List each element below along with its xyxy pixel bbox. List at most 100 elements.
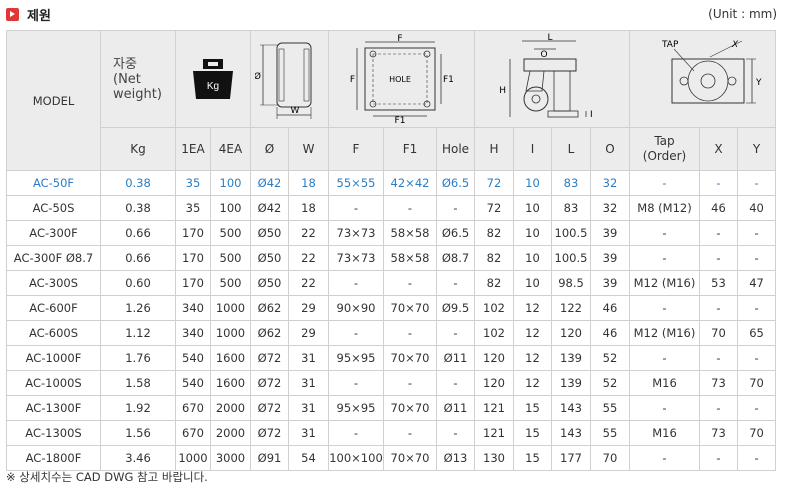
table-cell: 102	[474, 295, 514, 321]
table-cell: 10	[513, 170, 552, 196]
table-cell: -	[383, 195, 437, 221]
unit-label: (Unit : mm)	[708, 7, 777, 21]
table-cell: -	[328, 420, 384, 446]
table-cell: 65	[736, 320, 777, 346]
table-cell: 46	[590, 320, 630, 346]
table-cell: 46	[590, 295, 630, 321]
model-header: MODEL	[6, 30, 101, 171]
table-cell: 100	[210, 170, 251, 196]
table-cell: 670	[175, 420, 211, 446]
table-cell: 70	[699, 320, 738, 346]
table-cell: 0.38	[100, 195, 176, 221]
table-cell: 31	[288, 345, 329, 371]
model-cell: AC-1300S	[6, 420, 101, 446]
table-cell: 121	[474, 395, 514, 421]
table-cell: -	[629, 220, 700, 246]
table-cell: -	[699, 445, 738, 471]
table-cell: 500	[210, 270, 251, 296]
table-cell: 70×70	[383, 345, 437, 371]
wheel-diagram-header: Ø W	[250, 30, 329, 128]
column-header: O	[590, 127, 630, 171]
side-o-label: O	[540, 50, 547, 60]
plate-f1-bottom-label: F1	[394, 116, 405, 124]
table-cell: -	[699, 245, 738, 271]
table-cell: 35	[175, 170, 211, 196]
table-cell: -	[736, 245, 777, 271]
table-cell: Ø11	[436, 345, 475, 371]
table-cell: 10	[513, 195, 552, 221]
table-cell: M16	[629, 420, 700, 446]
table-cell: 10	[513, 270, 552, 296]
weight-icon: Kg	[193, 59, 233, 99]
table-cell: 82	[474, 220, 514, 246]
table-cell: 12	[513, 345, 552, 371]
table-cell: 500	[210, 245, 251, 271]
table-cell: 58×58	[383, 245, 437, 271]
table-cell: 72	[474, 195, 514, 221]
table-cell: 102	[474, 320, 514, 346]
table-cell: 70×70	[383, 295, 437, 321]
table-cell: 1.12	[100, 320, 176, 346]
table-cell: -	[699, 295, 738, 321]
table-cell: 120	[474, 345, 514, 371]
table-cell: 100	[210, 195, 251, 221]
table-cell: 1.76	[100, 345, 176, 371]
table-cell: -	[629, 170, 700, 196]
table-cell: 55×55	[328, 170, 384, 196]
table-cell: 130	[474, 445, 514, 471]
column-header: Ø	[250, 127, 289, 171]
table-cell: 15	[513, 395, 552, 421]
table-cell: -	[328, 195, 384, 221]
table-cell: 42×42	[383, 170, 437, 196]
table-cell: 143	[551, 420, 591, 446]
column-header: I	[513, 127, 552, 171]
table-cell: 12	[513, 370, 552, 396]
table-cell: 177	[551, 445, 591, 471]
table-cell: 90×90	[328, 295, 384, 321]
table-cell: 40	[736, 195, 777, 221]
column-header: F	[328, 127, 384, 171]
side-i-label: I	[590, 110, 593, 120]
table-cell: 1600	[210, 345, 251, 371]
plate-f-label: F	[397, 34, 402, 44]
top-tap-label: TAP	[661, 40, 679, 50]
table-cell: 70×70	[383, 395, 437, 421]
table-cell: 170	[175, 245, 211, 271]
table-cell: 12	[513, 320, 552, 346]
table-cell: 22	[288, 220, 329, 246]
table-cell: Ø72	[250, 345, 289, 371]
table-cell: 82	[474, 270, 514, 296]
table-cell: 500	[210, 220, 251, 246]
column-header: F1	[383, 127, 437, 171]
table-cell: Ø72	[250, 395, 289, 421]
table-cell: 18	[288, 195, 329, 221]
table-cell: -	[436, 420, 475, 446]
table-cell: Ø6.5	[436, 220, 475, 246]
table-cell: -	[699, 395, 738, 421]
table-cell: 100.5	[551, 245, 591, 271]
table-cell: 1000	[175, 445, 211, 471]
table-cell: 15	[513, 445, 552, 471]
table-cell: Ø72	[250, 420, 289, 446]
table-cell: -	[736, 170, 777, 196]
table-cell: 70	[736, 370, 777, 396]
table-cell: -	[436, 370, 475, 396]
table-cell: 1.56	[100, 420, 176, 446]
spec-table: MODEL 자중 (Net weight) Kg	[6, 30, 777, 471]
model-cell: AC-1300F	[6, 395, 101, 421]
wheel-diagram: Ø W	[255, 42, 311, 119]
table-cell: -	[328, 320, 384, 346]
model-cell: AC-1800F	[6, 445, 101, 471]
table-cell: 340	[175, 295, 211, 321]
table-cell: 120	[474, 370, 514, 396]
wheel-phi-label: Ø	[255, 71, 261, 82]
weight-label-text: 자중 (Net weight)	[113, 56, 162, 102]
weight-icon-header: Kg	[175, 30, 251, 128]
table-cell: -	[383, 370, 437, 396]
